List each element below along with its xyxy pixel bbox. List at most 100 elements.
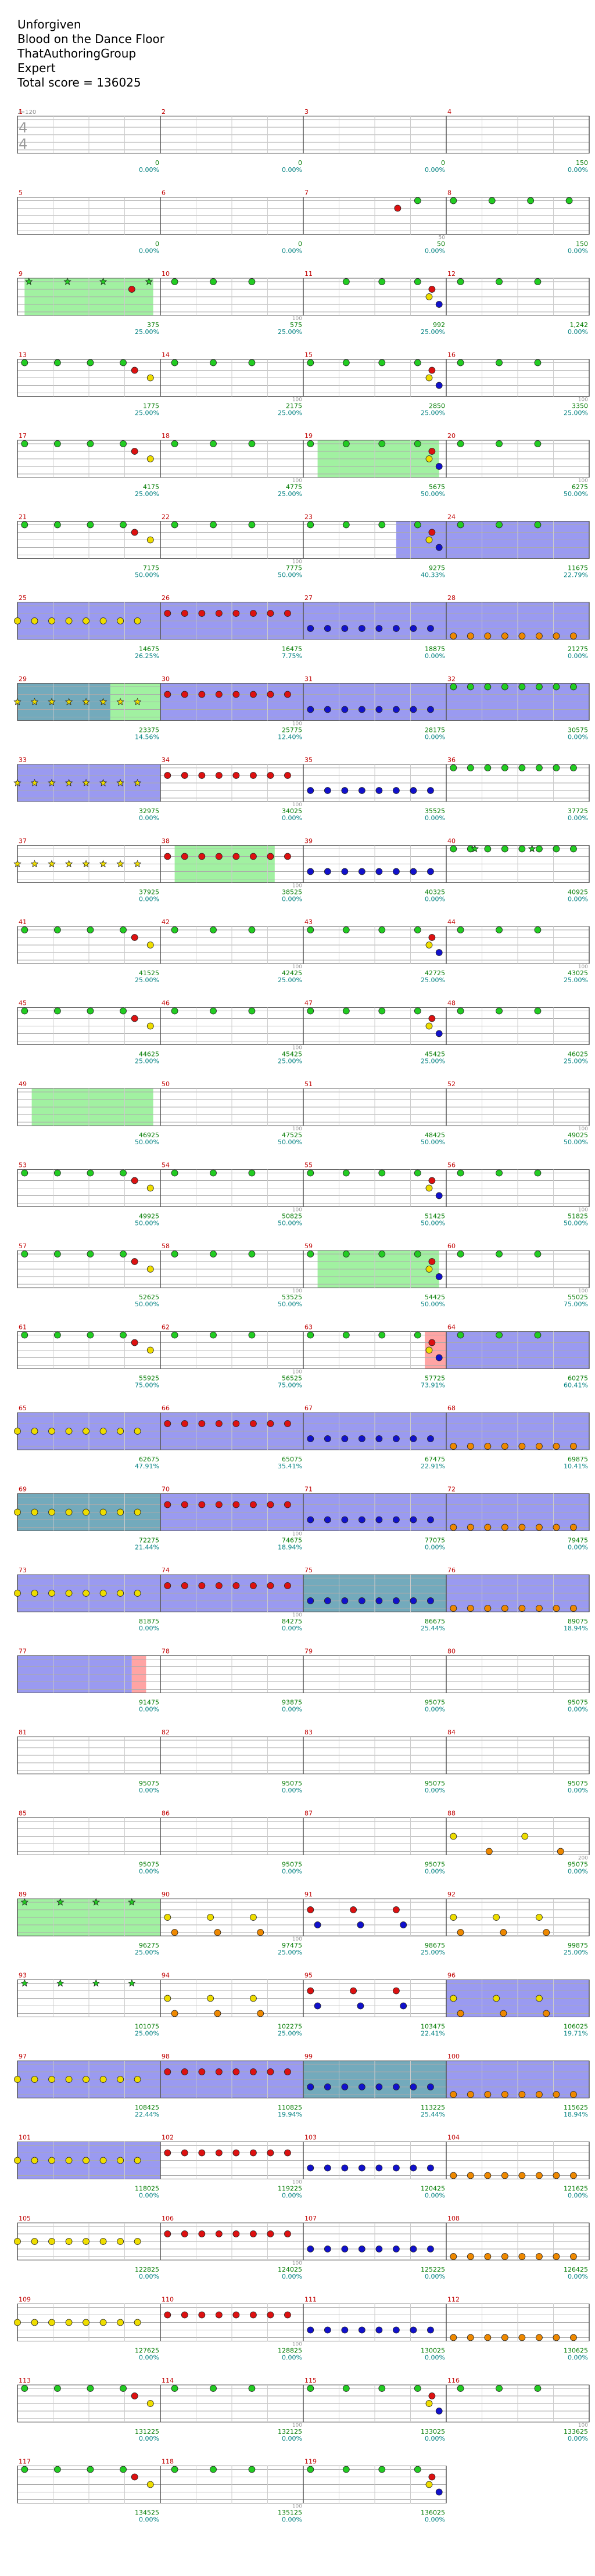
measure-number: 61: [19, 1324, 27, 1331]
note-gem: [131, 2392, 138, 2399]
note-gem: [257, 1929, 264, 1936]
note-gem: [457, 278, 464, 285]
note-gem: [31, 1508, 38, 1516]
note-gem: [536, 633, 543, 639]
note-gem: [518, 2253, 526, 2260]
note-gem: [198, 1501, 206, 1508]
sp-percent: 25.00%: [278, 976, 302, 984]
note-gem: [435, 949, 443, 956]
note-gem: [536, 845, 543, 853]
measure-score: 57725: [425, 1375, 445, 1382]
note-gem: [14, 1508, 21, 1516]
note-gem: [375, 1516, 383, 1524]
note-gem: [31, 2076, 38, 2083]
measure-number: 52: [447, 1080, 456, 1088]
note-gem: [570, 1443, 577, 1450]
note-gem: [358, 2246, 365, 2252]
star-note: [13, 778, 21, 786]
note-gem: [341, 787, 349, 794]
note-gem: [181, 1420, 188, 1427]
note-gem: [410, 2164, 417, 2172]
note-gem: [267, 1420, 274, 1427]
note-gem: [214, 2010, 221, 2017]
note-gem: [342, 1007, 350, 1015]
note-gem: [378, 1007, 386, 1015]
note-gem: [484, 1605, 492, 1612]
note-gem: [500, 2010, 507, 2017]
note-gem: [198, 1420, 206, 1427]
note-gem: [393, 706, 400, 713]
note-gem: [215, 853, 223, 860]
measure-score: 150: [576, 240, 588, 248]
sp-percent: 50.00%: [135, 572, 159, 579]
note-gem: [232, 2149, 240, 2157]
note-gem: [450, 2172, 457, 2179]
note-gem: [164, 610, 171, 617]
note-gem: [248, 278, 256, 285]
measure-number: 43: [304, 918, 313, 926]
measure-score: 43025: [568, 969, 588, 977]
note-gem: [53, 2466, 61, 2473]
note-gem: [378, 359, 386, 367]
measure-score: 1,242: [570, 321, 589, 329]
note-gem: [378, 2385, 386, 2392]
measure-score: 55925: [139, 1375, 159, 1382]
sp-percent: 22.41%: [421, 2030, 445, 2038]
note-gem: [450, 197, 457, 204]
note-gem: [501, 845, 508, 853]
measure-number: 118: [162, 2458, 174, 2466]
measure-score: 40925: [568, 889, 588, 896]
note-gem: [425, 1022, 433, 1030]
note-gem: [358, 625, 365, 632]
note-gem: [324, 2246, 331, 2252]
note-gem: [414, 1007, 421, 1015]
bpm-marker: 100: [292, 883, 302, 889]
measure-number: 70: [162, 1486, 170, 1493]
measure-score: 122825: [135, 2266, 159, 2273]
note-gem: [342, 2466, 350, 2473]
note-gem: [324, 1516, 331, 1524]
star-note: [99, 778, 107, 786]
measure-number: 110: [162, 2296, 174, 2304]
measure-score: 37725: [568, 807, 588, 815]
measure-number: 103: [304, 2134, 317, 2142]
note-gem: [215, 2311, 223, 2319]
note-gem: [164, 1582, 171, 1589]
note-gem: [378, 926, 386, 933]
note-gem: [87, 2385, 94, 2392]
note-gem: [164, 2149, 171, 2157]
measure-number: 6: [162, 189, 166, 197]
note-gem: [467, 2172, 474, 2179]
measure-score: 51825: [568, 1213, 588, 1220]
sp-percent: 50.00%: [135, 1138, 159, 1146]
measure-score: 35525: [425, 807, 445, 815]
note-gem: [307, 521, 314, 529]
note-gem: [342, 1331, 350, 1339]
measure-number: 93: [19, 1972, 27, 1979]
note-gem: [435, 2488, 443, 2496]
measure-number: 54: [162, 1162, 170, 1169]
bpm-marker: 100: [578, 397, 588, 403]
note-gem: [484, 764, 492, 771]
note-gem: [518, 764, 526, 771]
note-gem: [128, 286, 135, 293]
note-gem: [134, 617, 141, 624]
note-gem: [249, 2230, 257, 2237]
note-gem: [428, 367, 436, 374]
note-gem: [484, 1524, 492, 1531]
note-gem: [450, 1914, 457, 1921]
note-gem: [48, 2238, 55, 2245]
note-gem: [120, 2466, 127, 2473]
measure-score: 992: [433, 321, 445, 329]
note-gem: [307, 2466, 314, 2473]
note-gem: [467, 1443, 474, 1450]
measure-score: 95075: [568, 1780, 588, 1787]
note-gem: [284, 772, 291, 779]
note-gem: [427, 2246, 434, 2252]
measure-score: 49025: [568, 1131, 588, 1139]
note-gem: [284, 2149, 291, 2157]
note-gem: [146, 2400, 154, 2407]
note-gem: [435, 1273, 443, 1280]
sp-percent: 0.00%: [139, 1625, 159, 1632]
note-gem: [14, 617, 21, 624]
